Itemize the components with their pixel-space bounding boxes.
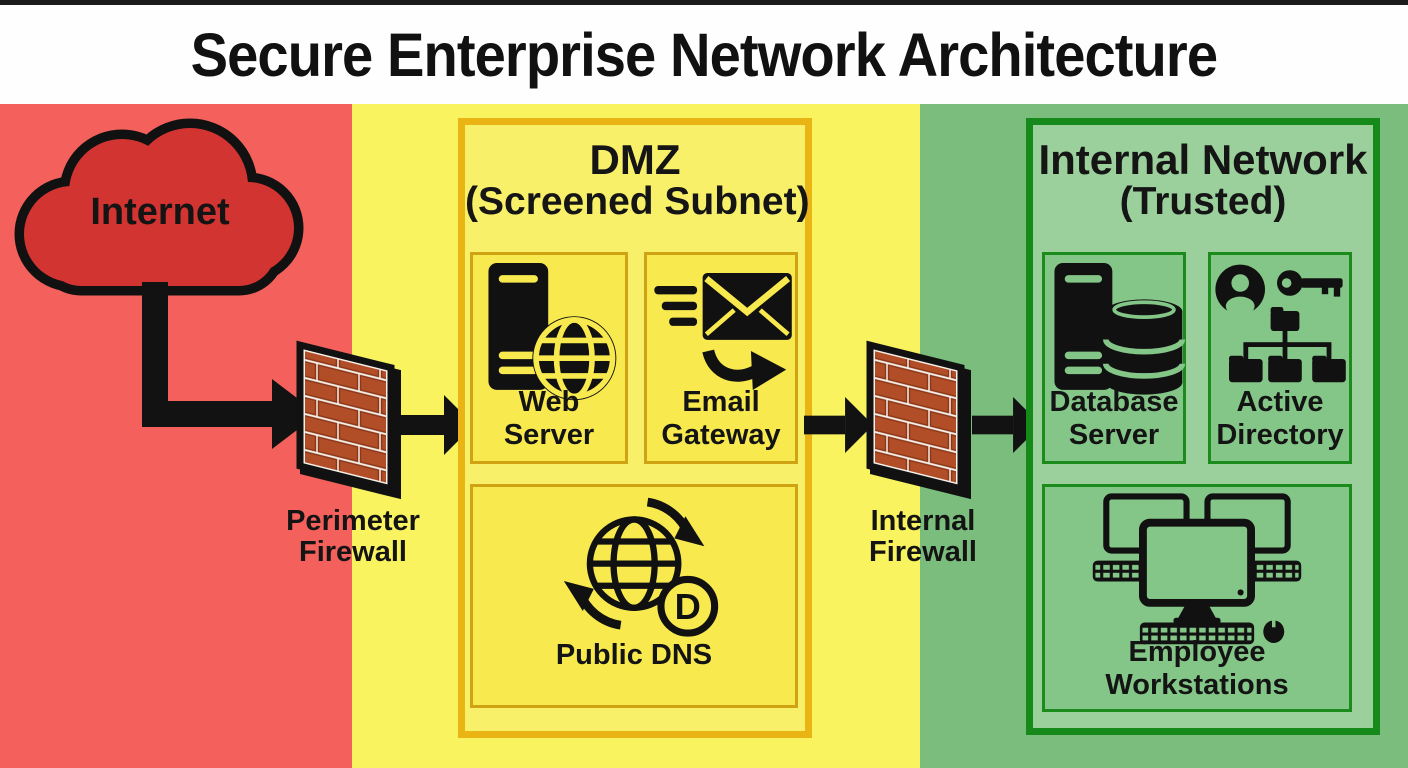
- email-gateway-icon: [654, 273, 792, 390]
- page-title: Secure Enterprise Network Architecture: [190, 20, 1218, 89]
- public-dns-card: D Public DNS: [470, 484, 798, 708]
- internal-network-subtitle: (Trusted): [1119, 180, 1287, 224]
- flow-arrow-dmz-to-internal-firewall: [804, 397, 874, 453]
- public-dns-label: Public DNS: [555, 639, 713, 671]
- internet-cloud-icon: [14, 118, 304, 296]
- dmz-panel: DMZ (Screened Subnet) Web Server: [458, 118, 812, 738]
- dmz-title: DMZ: [589, 136, 681, 183]
- web-server-card: Web Server: [470, 252, 628, 464]
- internal-firewall-brick-icon: [866, 340, 971, 500]
- active-directory-icon: [1215, 264, 1346, 383]
- internal-network-title: Internal Network: [1038, 136, 1368, 183]
- employee-workstations-card: Employee Workstations: [1042, 484, 1352, 712]
- workstations-icon: [1092, 493, 1302, 645]
- top-border-line: [0, 0, 1408, 5]
- internet-label: Internet: [90, 191, 230, 233]
- internal-firewall-label: Internal Firewall: [869, 505, 977, 569]
- flow-arrow-internet-to-perimeter: [142, 282, 318, 449]
- email-gateway-card: Email Gateway: [644, 252, 798, 464]
- internal-network-panel: Internal Network (Trusted) Database Serv…: [1026, 118, 1380, 735]
- active-directory-card: Active Directory: [1208, 252, 1352, 464]
- employee-workstations-label: Employee Workstations: [1105, 636, 1289, 701]
- web-server-label: Web Server: [503, 386, 595, 451]
- dns-letter: D: [675, 586, 701, 627]
- database-server-card: Database Server: [1042, 252, 1186, 464]
- perimeter-firewall-brick-icon: [296, 340, 401, 500]
- database-server-icon: [1054, 263, 1186, 395]
- dmz-subtitle: (Screened Subnet): [465, 180, 810, 224]
- active-directory-label: Active Directory: [1216, 386, 1344, 451]
- database-server-label: Database Server: [1049, 386, 1179, 451]
- perimeter-firewall-label: Perimeter Firewall: [286, 505, 420, 569]
- web-server-icon: [488, 263, 617, 401]
- email-gateway-label: Email Gateway: [661, 386, 781, 451]
- diagram-header: Secure Enterprise Network Architecture: [0, 5, 1408, 104]
- public-dns-icon: D: [563, 497, 719, 637]
